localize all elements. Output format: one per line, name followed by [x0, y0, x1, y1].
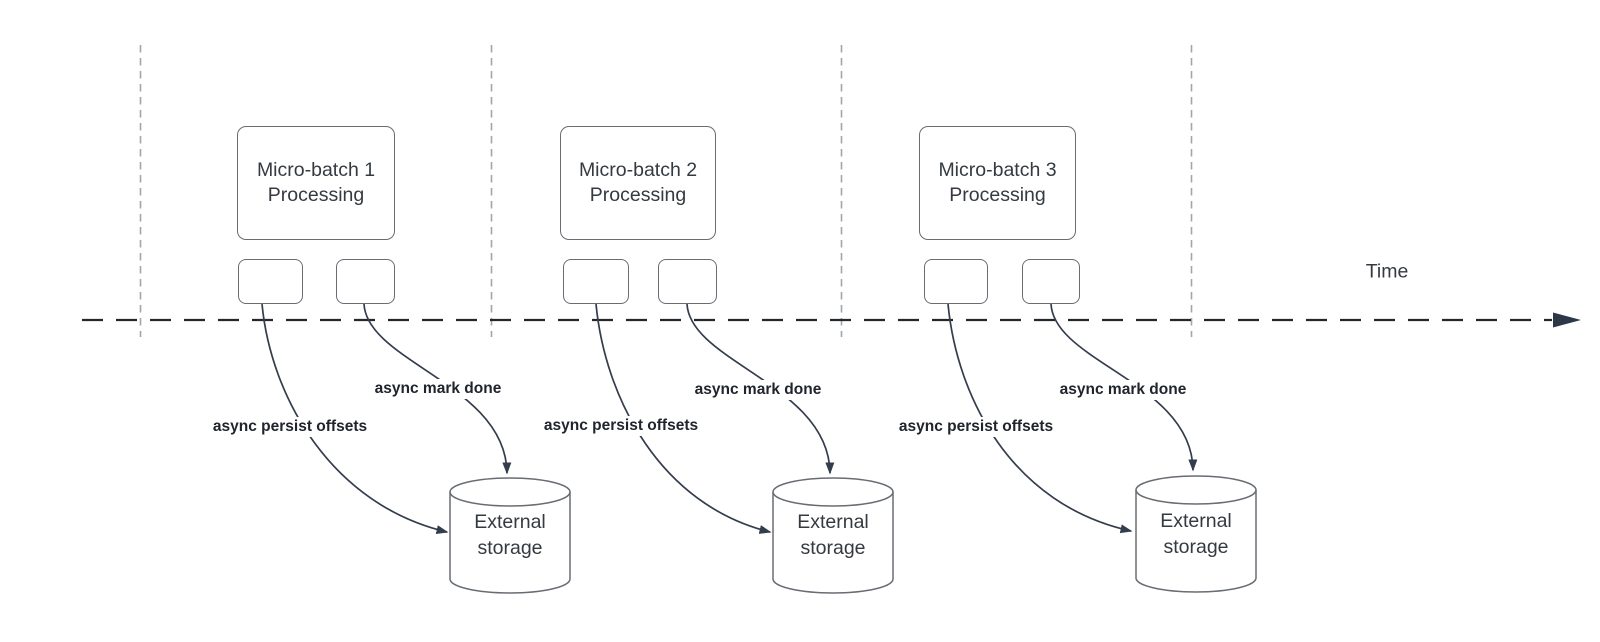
external-storage-cylinder-icon	[449, 477, 571, 594]
external-storage-label: External storage	[797, 511, 869, 559]
mark-done-label: async mark done	[691, 380, 825, 400]
offset-range-box	[336, 259, 395, 304]
offset-range-box	[924, 259, 988, 304]
mark-done-label: async mark done	[371, 379, 505, 399]
persist-offsets-label: async persist offsets	[895, 417, 1057, 437]
persist-offsets-curve	[595, 303, 772, 534]
mark-done-curve	[363, 303, 512, 475]
mark-done-label: async mark done	[1056, 380, 1190, 400]
micro-batch-3-process-box: Micro-batch 3 Processing	[919, 126, 1076, 240]
external-storage-cylinder-icon	[772, 477, 894, 594]
offset-range-box	[238, 259, 303, 304]
time-axis-label: Time	[1365, 260, 1409, 283]
persist-offsets-label: async persist offsets	[540, 416, 702, 436]
offset-range-box	[1022, 259, 1080, 304]
mark-done-curve	[1050, 303, 1198, 472]
micro-batch-3-process-label: Micro-batch 3 Processing	[938, 159, 1057, 206]
mark-done-curve	[686, 303, 835, 475]
micro-batch-1-process-label: Micro-batch 1 Processing	[256, 159, 376, 206]
external-storage-label: External storage	[474, 511, 546, 559]
persist-offsets-curve	[261, 303, 449, 534]
persist-offsets-label: async persist offsets	[209, 417, 371, 437]
external-storage-label: External storage	[1160, 510, 1232, 558]
persist-offsets-curve	[947, 303, 1133, 534]
time-axis-arrowhead-icon	[1553, 312, 1581, 328]
offset-range-box	[658, 259, 717, 304]
external-storage-cylinder-icon	[1135, 475, 1257, 593]
offset-range-box	[563, 259, 629, 304]
micro-batch-2-process-box: Micro-batch 2 Processing	[560, 126, 716, 240]
micro-batch-1-process-box: Micro-batch 1 Processing	[237, 126, 395, 240]
micro-batch-2-process-label: Micro-batch 2 Processing	[578, 159, 698, 206]
